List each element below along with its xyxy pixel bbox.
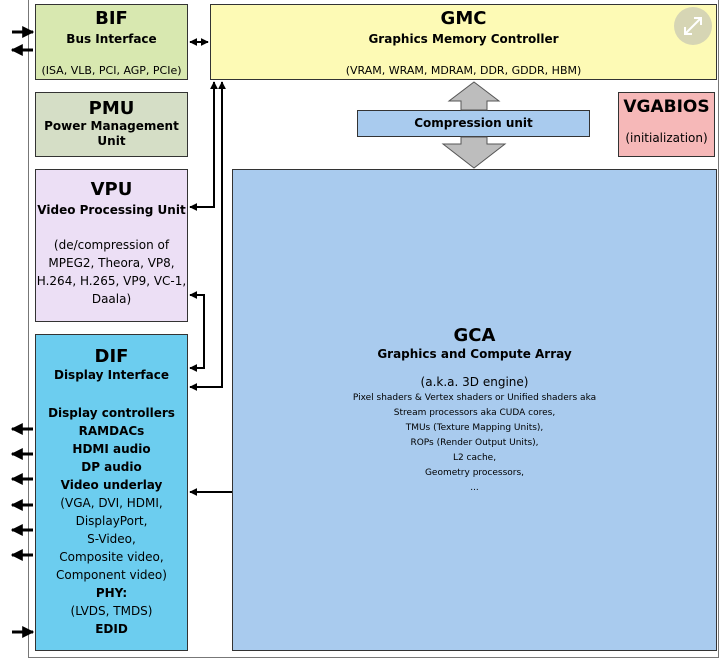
pmu-block: PMU Power Management Unit — [35, 92, 188, 157]
gmc-subtitle: Graphics Memory Controller — [368, 32, 559, 46]
pmu-subtitle-2: Unit — [97, 134, 126, 148]
gmc-block: GMC Graphics Memory Controller (VRAM, WR… — [210, 4, 717, 80]
gca-title: GCA — [453, 325, 496, 346]
dif-video-note: Composite video, — [59, 550, 164, 564]
dif-output-arrows — [10, 423, 33, 561]
gca-detail-line: Stream processors aka CUDA cores, — [393, 408, 556, 418]
dif-block: DIF Display Interface Display controller… — [35, 334, 188, 651]
gmc-compression-up-arrow — [447, 81, 501, 111]
dif-edid: EDID — [95, 622, 128, 636]
vpu-subtitle: Video Processing Unit — [37, 203, 186, 217]
gmc-note: (VRAM, WRAM, MDRAM, DDR, GDDR, HBM) — [345, 64, 582, 77]
gmc-vpu-link — [189, 81, 218, 211]
compression-gca-down-arrow — [441, 136, 507, 169]
dif-item: RAMDACs — [78, 424, 145, 438]
dif-video-note: S-Video, — [87, 532, 136, 546]
vpu-note-line: MPEG2, Theora, VP8, — [48, 256, 175, 270]
dif-title: DIF — [94, 346, 129, 367]
gca-detail-line: L2 cache, — [452, 453, 497, 463]
dif-phy-note: (LVDS, TMDS) — [70, 604, 153, 618]
pmu-subtitle-1: Power Management — [44, 119, 179, 133]
dif-phy-label: PHY: — [95, 586, 128, 600]
gca-subtitle: Graphics and Compute Array — [377, 347, 572, 361]
gca-detail-line: TMUs (Texture Mapping Units), — [405, 423, 544, 433]
vgabios-note: (initialization) — [625, 131, 708, 145]
vpu-note-line: (de/compression of — [53, 238, 170, 252]
gca-block: GCA Graphics and Compute Array (a.k.a. 3… — [232, 169, 717, 651]
gca-aka: (a.k.a. 3D engine) — [420, 375, 529, 389]
bif-note: (ISA, VLB, PCI, AGP, PCIe) — [41, 64, 182, 77]
gca-detail-line: Pixel shaders & Vertex shaders or Unifie… — [352, 393, 597, 403]
dif-video-note: Component video) — [56, 568, 167, 582]
vpu-block: VPU Video Processing Unit (de/compressio… — [35, 169, 188, 322]
vgabios-title: VGABIOS — [623, 97, 710, 117]
dif-video-note: (VGA, DVI, HDMI, — [60, 496, 163, 510]
bif-block: BIF Bus Interface (ISA, VLB, PCI, AGP, P… — [35, 4, 188, 80]
bif-title: BIF — [95, 8, 128, 29]
compression-unit-label: Compression unit — [414, 116, 533, 130]
gca-detail-line: Geometry processors, — [424, 468, 525, 478]
dif-item: Video underlay — [60, 478, 163, 492]
vpu-dif-link — [189, 291, 205, 372]
dif-subtitle: Display Interface — [53, 368, 170, 382]
vpu-note-line: Daala) — [91, 292, 132, 306]
pmu-title: PMU — [88, 98, 135, 119]
bif-subtitle: Bus Interface — [66, 32, 157, 46]
vgabios-block: VGABIOS (initialization) — [618, 92, 715, 157]
vpu-title: VPU — [90, 179, 133, 200]
compression-unit-block: Compression unit — [357, 110, 590, 137]
dif-video-note: DisplayPort, — [75, 514, 148, 528]
dif-item: HDMI audio — [72, 442, 151, 456]
expand-diagonal-icon[interactable] — [674, 7, 712, 45]
dif-item: DP audio — [81, 460, 142, 474]
gmc-title: GMC — [440, 8, 487, 29]
dif-item: Display controllers — [48, 406, 175, 420]
gmc-dif-link — [189, 81, 226, 391]
vpu-note-line: H.264, H.265, VP9, VC-1, — [36, 274, 187, 288]
gca-detail-line: ROPs (Render Output Units), — [410, 438, 539, 448]
gca-detail-line: ... — [470, 483, 479, 493]
